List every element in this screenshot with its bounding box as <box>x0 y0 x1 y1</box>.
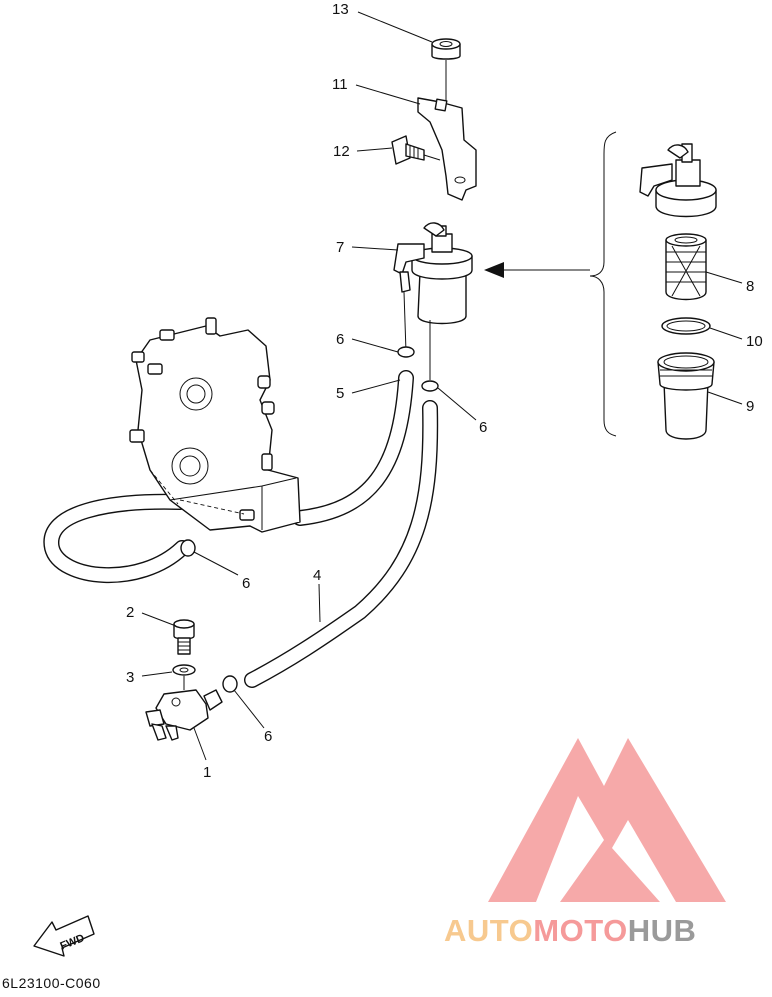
part-10-o-ring <box>661 317 711 335</box>
callout-4: 4 <box>313 567 321 584</box>
part-6-clip-c <box>180 539 196 557</box>
callout-3: 3 <box>126 669 134 686</box>
callout-12: 12 <box>333 143 350 160</box>
callout-1: 1 <box>203 764 211 781</box>
callout-8: 8 <box>746 278 754 295</box>
watermark-hub: HUB <box>628 913 697 948</box>
part-8-filter-element <box>665 233 707 301</box>
part-9-filter-cup <box>657 352 715 440</box>
part-3-washer <box>172 664 196 690</box>
callout-6-c: 6 <box>242 575 250 592</box>
watermark-moto: MOTO <box>533 913 627 948</box>
detail-bracket <box>484 131 617 437</box>
hose-4 <box>244 400 439 688</box>
callout-6-b: 6 <box>479 419 487 436</box>
callout-labels: 13 11 12 7 8 10 9 6 5 6 6 4 2 3 6 1 <box>126 1 763 781</box>
fwd-arrow: FWD <box>33 915 95 957</box>
callout-6-a: 6 <box>336 331 344 348</box>
part-12-bolt <box>391 135 441 165</box>
callout-6-d: 6 <box>264 728 272 745</box>
part-6-clip-d <box>222 675 238 693</box>
part-7-fuel-filter <box>393 222 473 380</box>
hose-5 <box>292 370 414 526</box>
callout-11: 11 <box>332 76 348 93</box>
callout-9: 9 <box>746 398 754 415</box>
callout-5: 5 <box>336 385 344 402</box>
leader-lines <box>141 11 743 761</box>
part-6-clip-a <box>397 346 415 358</box>
hose-6-loop <box>43 493 190 583</box>
watermark-auto: AUTO <box>444 913 533 948</box>
callout-2: 2 <box>126 604 134 621</box>
detail-filter-head <box>639 143 717 218</box>
watermark-logo <box>488 738 726 902</box>
callout-13: 13 <box>332 1 349 18</box>
callout-10: 10 <box>746 333 763 350</box>
part-13-nut <box>431 38 461 102</box>
fuel-pump-block <box>129 317 301 533</box>
callout-7: 7 <box>336 239 344 256</box>
part-2-screw <box>173 619 195 655</box>
drawing-code: 6L23100-C060 <box>2 975 101 991</box>
part-11-bracket <box>417 97 477 201</box>
part-1-switch <box>145 689 223 741</box>
watermark-text: AUTOMOTOHUB <box>444 913 696 948</box>
part-6-clip-b <box>421 380 439 392</box>
